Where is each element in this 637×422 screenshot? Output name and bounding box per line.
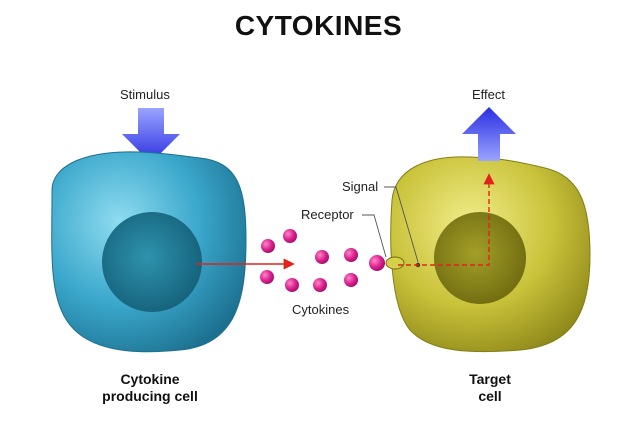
stimulus-label: Stimulus — [120, 87, 170, 102]
cytokines-label: Cytokines — [292, 302, 350, 317]
producing-caption-line1: Cytokine — [120, 371, 180, 387]
cytokine-dot — [344, 273, 358, 287]
cytokine-dot — [260, 270, 274, 284]
producing-cell-caption: Cytokine producing cell — [70, 371, 230, 405]
cytokine-dot — [283, 229, 297, 243]
target-caption-line2: cell — [478, 388, 502, 404]
cytokine-dot — [261, 239, 275, 253]
effect-label: Effect — [472, 87, 506, 102]
receptor — [369, 255, 421, 271]
page-title: CYTOKINES — [234, 10, 403, 41]
target-cell-caption: Target cell — [440, 371, 540, 405]
cytokine-dot — [344, 248, 358, 262]
cytokine-molecules — [260, 229, 358, 292]
target-cell-nucleus — [434, 212, 526, 304]
producing-caption-line2: producing cell — [102, 388, 198, 404]
cytokine-dot — [315, 250, 329, 264]
receptor-label: Receptor — [301, 207, 354, 222]
receptor-leader — [362, 214, 387, 258]
signal-label: Signal — [342, 179, 379, 194]
cytokine-producing-cell — [51, 151, 247, 353]
target-cell — [390, 156, 591, 353]
bound-cytokine-dot — [369, 255, 385, 271]
producing-cell-nucleus — [102, 212, 202, 312]
cytokine-dot — [313, 278, 327, 292]
signal-leader — [384, 186, 419, 263]
up-arrow-icon — [462, 107, 516, 161]
signal-path — [398, 173, 495, 266]
down-arrow-icon — [122, 108, 180, 163]
target-caption-line1: Target — [469, 371, 511, 387]
cytokine-dot — [285, 278, 299, 292]
